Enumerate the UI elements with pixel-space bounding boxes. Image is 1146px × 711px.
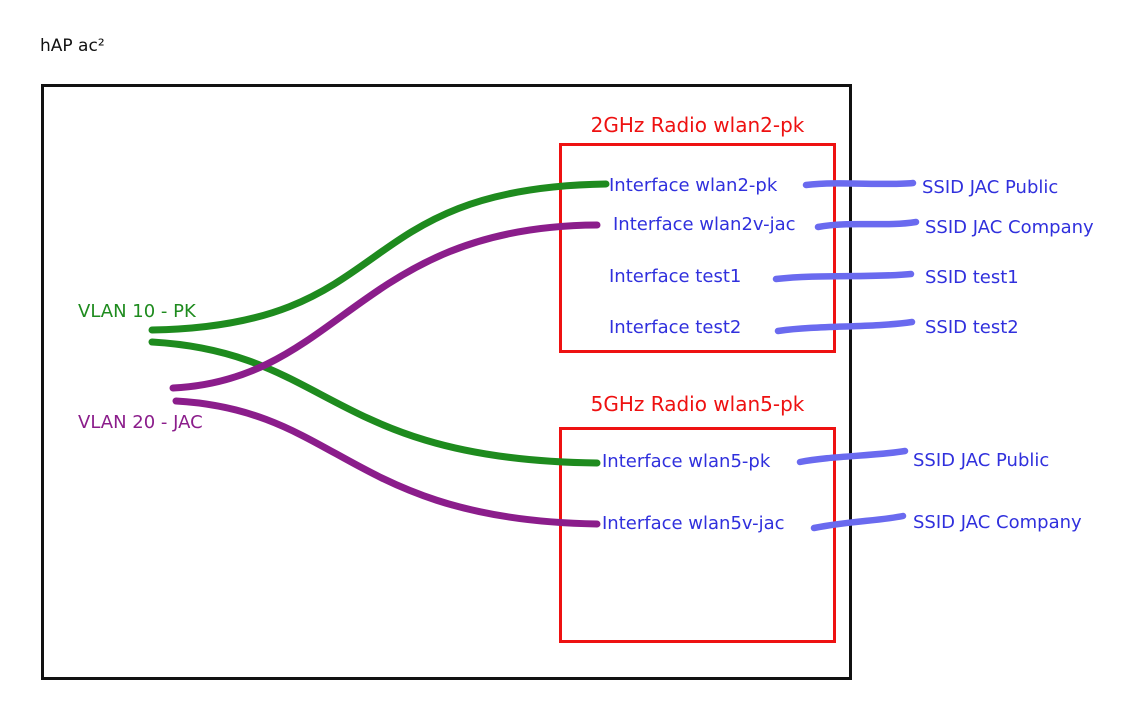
router-box (41, 84, 852, 680)
ssid-label-jac-company-5g: SSID JAC Company (913, 512, 1082, 533)
ssid-label-jac-company-2g: SSID JAC Company (925, 217, 1094, 238)
vlan20-label: VLAN 20 - JAC (78, 412, 203, 433)
interface-label-test1: Interface test1 (609, 266, 742, 287)
ssid-label-test1: SSID test1 (925, 267, 1019, 288)
interface-label-wlan5v-jac: Interface wlan5v-jac (602, 513, 785, 534)
interface-label-wlan2-pk: Interface wlan2-pk (609, 175, 778, 196)
radio-5ghz-title: 5GHz Radio wlan5-pk (590, 392, 805, 416)
ssid-label-test2: SSID test2 (925, 317, 1019, 338)
interface-label-wlan5-pk: Interface wlan5-pk (602, 451, 771, 472)
interface-label-test2: Interface test2 (609, 317, 742, 338)
interface-label-wlan2v-jac: Interface wlan2v-jac (613, 214, 796, 235)
radio-5ghz-box (559, 427, 836, 643)
vlan10-label: VLAN 10 - PK (78, 301, 196, 322)
radio-2ghz-title: 2GHz Radio wlan2-pk (590, 113, 805, 137)
device-title: hAP ac² (40, 36, 105, 56)
ssid-label-jac-public-2g: SSID JAC Public (922, 177, 1059, 198)
ssid-label-jac-public-5g: SSID JAC Public (913, 450, 1050, 471)
